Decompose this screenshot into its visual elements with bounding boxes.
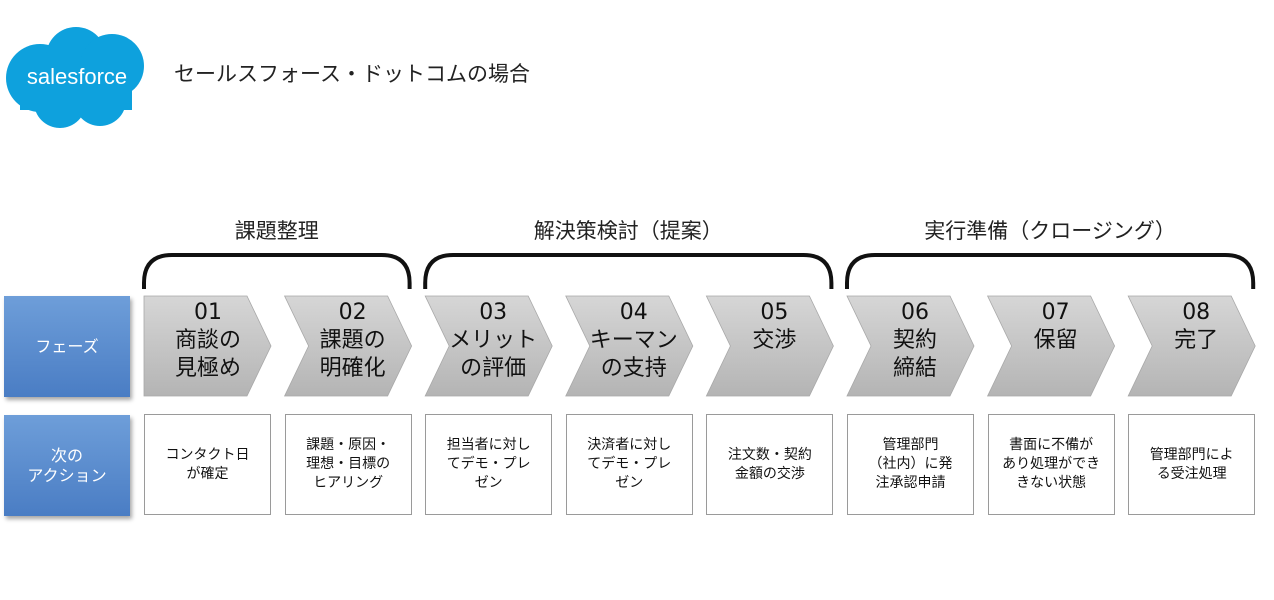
action-box: 注文数・契約 金額の交渉 bbox=[706, 414, 834, 515]
logo-text: salesforce bbox=[27, 64, 127, 89]
action-text: 書面に不備が あり処理ができ きない状態 bbox=[1002, 437, 1101, 491]
phase-name: メリット の評価 bbox=[449, 328, 538, 381]
phase-number: 02 bbox=[338, 300, 367, 325]
phase-number: 04 bbox=[619, 300, 648, 325]
phase-number: 05 bbox=[760, 300, 789, 325]
phase-label: 02 課題の 明確化 bbox=[293, 299, 413, 383]
phase-label: 08 完了 bbox=[1136, 299, 1256, 355]
group-label-issue-organizing: 課題整理 bbox=[234, 219, 319, 243]
phase-number: 03 bbox=[479, 300, 508, 325]
action-text: 担当者に対し てデモ・プレ ゼン bbox=[446, 437, 531, 491]
group-brace bbox=[845, 253, 1256, 289]
phase-chevron bbox=[986, 295, 1116, 397]
action-text: 管理部門 （社内）に発 注承認申請 bbox=[868, 437, 953, 491]
phase-name: キーマン の支持 bbox=[589, 328, 678, 381]
row-label-next-action: 次の アクション bbox=[4, 415, 130, 516]
group-label-solution-review: 解決策検討（提案） bbox=[533, 219, 723, 243]
group-brace bbox=[423, 253, 834, 289]
phase-number: 07 bbox=[1041, 300, 1070, 325]
action-text: 課題・原因・ 理想・目標の ヒアリング bbox=[306, 437, 391, 491]
phase-chevron bbox=[846, 295, 975, 397]
phase-name: 商談の 見極め bbox=[174, 328, 241, 381]
action-box: 書面に不備が あり処理ができ きない状態 bbox=[987, 414, 1115, 515]
phase-chevron bbox=[424, 295, 553, 397]
phase-label: 07 保留 bbox=[996, 299, 1116, 355]
phase-label: 03 メリット の評価 bbox=[433, 299, 553, 383]
phase-name: 契約 締結 bbox=[892, 328, 937, 381]
phase-chevron bbox=[565, 295, 694, 397]
phase-name: 課題の 明確化 bbox=[319, 328, 386, 381]
phase-name: 完了 bbox=[1174, 328, 1219, 353]
action-box: 担当者に対し てデモ・プレ ゼン bbox=[425, 414, 553, 515]
phase-chevron bbox=[1127, 295, 1256, 397]
phase-chevron bbox=[705, 295, 834, 397]
action-box: 管理部門によ る受注処理 bbox=[1128, 414, 1256, 515]
action-text: 管理部門によ る受注処理 bbox=[1149, 446, 1234, 482]
phase-number: 08 bbox=[1182, 300, 1211, 325]
action-text: 注文数・契約 金額の交渉 bbox=[727, 446, 812, 482]
group-braces bbox=[142, 253, 1256, 289]
phase-number: 06 bbox=[901, 300, 929, 325]
phase-label: 01 商談の 見極め bbox=[148, 299, 268, 383]
row-label-phase: フェーズ bbox=[4, 296, 130, 397]
row-label-phase-text: フェーズ bbox=[35, 336, 99, 356]
group-brace bbox=[142, 253, 412, 289]
group-label-execution-prep: 実行準備（クロージング） bbox=[924, 219, 1176, 243]
page-title: セールスフォース・ドットコムの場合 bbox=[174, 62, 530, 86]
phase-chevron bbox=[283, 295, 413, 397]
salesforce-cloud-logo: salesforce bbox=[6, 27, 144, 128]
action-box: 決済者に対し てデモ・プレ ゼン bbox=[565, 414, 693, 515]
row-label-action-text: 次の アクション bbox=[27, 445, 107, 485]
phase-chevron bbox=[143, 295, 272, 397]
action-text: 決済者に対し てデモ・プレ ゼン bbox=[587, 437, 672, 491]
phase-label: 06 契約 締結 bbox=[855, 299, 975, 383]
action-box: コンタクト日 が確定 bbox=[144, 414, 271, 515]
action-box: 課題・原因・ 理想・目標の ヒアリング bbox=[284, 414, 412, 515]
action-box: 管理部門 （社内）に発 注承認申請 bbox=[847, 414, 974, 515]
phase-name: 保留 bbox=[1033, 328, 1078, 353]
phase-label: 04 キーマン の支持 bbox=[574, 299, 694, 383]
action-text: コンタクト日 が確定 bbox=[165, 446, 250, 482]
phase-label: 05 交渉 bbox=[714, 299, 834, 355]
phase-chevrons bbox=[143, 295, 1256, 397]
phase-number: 01 bbox=[194, 300, 222, 325]
phase-name: 交渉 bbox=[752, 328, 797, 353]
